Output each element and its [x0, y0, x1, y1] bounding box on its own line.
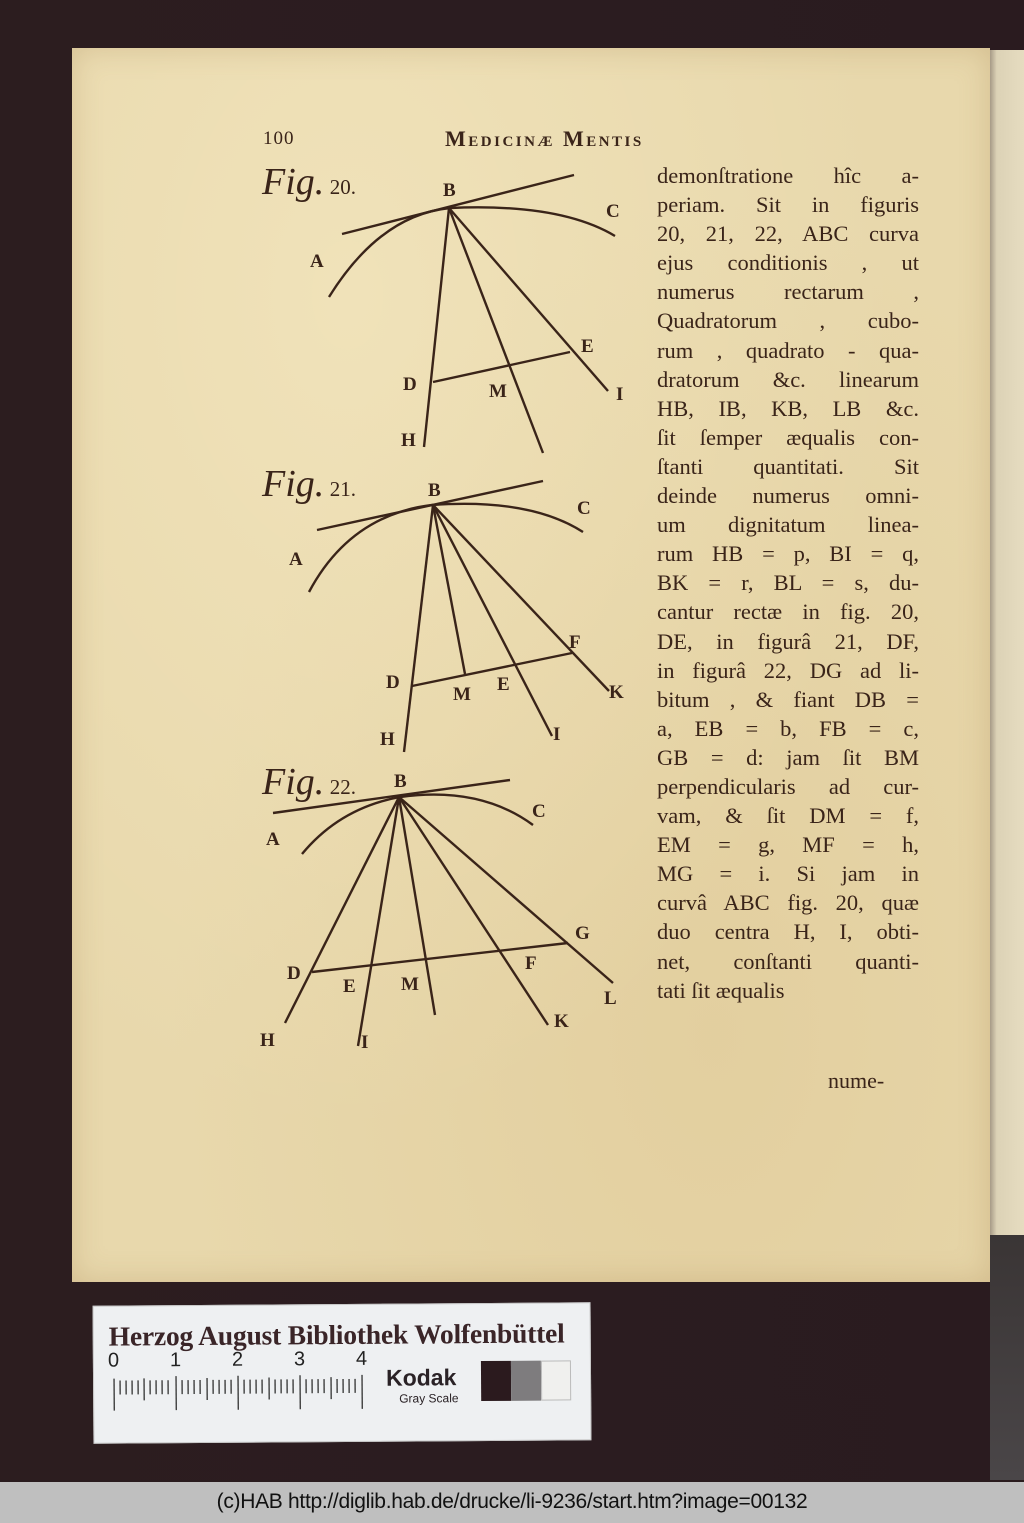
ruler-icon: [113, 1374, 363, 1411]
text-line: rum , quadrato - qua-: [657, 337, 919, 363]
ruler-label-2: 2: [231, 1348, 244, 1371]
text-line: 20, 21, 22, ABC curva: [657, 221, 919, 247]
svg-text:C: C: [606, 201, 620, 222]
svg-text:A: A: [310, 251, 324, 272]
ruler-label-0: 0: [107, 1349, 120, 1372]
text-line: BK = r, BL = s, du-: [657, 570, 919, 596]
text-line: HB, IB, KB, LB &c.: [657, 395, 919, 421]
text-line: ejus conditionis , ut: [657, 250, 919, 276]
text-line: net, conſtanti quanti-: [657, 948, 919, 974]
next-page-edge: [990, 50, 1024, 1285]
svg-text:G: G: [575, 923, 590, 944]
svg-text:C: C: [577, 498, 591, 519]
svg-text:A: A: [289, 549, 303, 570]
text-line: deinde numerus omni-: [657, 483, 919, 509]
text-line: tati ſit æqualis: [657, 977, 785, 1003]
ruler-label-3: 3: [293, 1348, 306, 1371]
svg-text:C: C: [532, 801, 546, 822]
svg-text:D: D: [386, 672, 400, 693]
text-line: um dignitatum linea-: [657, 512, 919, 538]
ruler-label-1: 1: [169, 1349, 182, 1372]
color-scale-card: Herzog August Bibliothek Wolfenbüttel: [92, 1302, 592, 1444]
figure-22-label: Fig. 22.: [262, 760, 356, 804]
text-line: in figurâ 22, DG ad li-: [657, 657, 919, 683]
svg-text:I: I: [616, 384, 623, 405]
text-line: Quadratorum , cubo-: [657, 308, 919, 334]
svg-text:D: D: [403, 374, 417, 395]
text-line: dratorum &c. linearum: [657, 366, 919, 392]
text-line: GB = d: jam ſit BM: [657, 744, 919, 770]
text-line: ſtanti quantitati. Sit: [657, 453, 919, 479]
next-page-shadow: [990, 1235, 1024, 1480]
text-line: ſit ſemper æqualis con-: [657, 424, 919, 450]
svg-text:H: H: [401, 430, 416, 451]
svg-text:I: I: [553, 724, 560, 745]
text-line: perpendicularis ad cur-: [657, 773, 919, 799]
text-line: demonſtratione hîc a-: [657, 163, 919, 188]
figure-21-label: Fig. 21.: [262, 462, 356, 506]
svg-text:B: B: [443, 180, 456, 201]
figure-22-prefix: Fig.: [262, 761, 325, 803]
svg-text:H: H: [260, 1030, 275, 1051]
swatch-gray: [510, 1360, 542, 1401]
credit-text: (c)HAB http://diglib.hab.de/drucke/li-92…: [216, 1490, 808, 1513]
text-line: duo centra H, I, obti-: [657, 919, 919, 945]
svg-text:E: E: [581, 336, 594, 357]
svg-text:K: K: [609, 682, 624, 703]
text-line: cantur rectæ in fig. 20,: [657, 599, 919, 625]
svg-text:I: I: [361, 1032, 368, 1053]
svg-text:E: E: [497, 674, 510, 695]
figure-21-prefix: Fig.: [262, 463, 325, 505]
text-line: MG = i. Si jam in: [657, 861, 919, 887]
text-line: a, EB = b, FB = c,: [657, 715, 919, 741]
svg-text:A: A: [266, 829, 280, 850]
library-name: Herzog August Bibliothek Wolfenbüttel: [108, 1317, 565, 1352]
running-head: Medicinæ Mentis: [445, 126, 644, 151]
figure-22-number: 22.: [329, 775, 357, 799]
swatch-white: [540, 1360, 572, 1401]
kodak-logo: Kodak: [385, 1364, 457, 1391]
gray-scale-label: Gray Scale: [399, 1391, 459, 1406]
ruler-label-4: 4: [355, 1347, 368, 1370]
text-line: EM = g, MF = h,: [657, 832, 919, 858]
svg-text:F: F: [525, 953, 537, 974]
svg-text:K: K: [554, 1011, 569, 1032]
swatch-black: [480, 1360, 512, 1402]
text-line: rum HB = p, BI = q,: [657, 541, 919, 567]
text-line: DE, in figurâ 21, DF,: [657, 628, 919, 654]
svg-text:B: B: [394, 771, 407, 792]
book-page: [72, 48, 990, 1282]
figure-20-prefix: Fig.: [262, 161, 325, 203]
svg-text:F: F: [569, 632, 581, 653]
text-line: vam, & ſit DM = f,: [657, 803, 919, 829]
svg-text:M: M: [489, 381, 507, 402]
page-number: 100: [263, 128, 295, 149]
figure-21-number: 21.: [329, 477, 357, 501]
text-line: curvâ ABC fig. 20, quæ: [657, 890, 919, 916]
text-line: periam. Sit in figuris: [657, 192, 919, 218]
svg-text:B: B: [428, 480, 441, 501]
figure-20-label: Fig. 20.: [262, 160, 356, 204]
svg-text:M: M: [453, 684, 471, 705]
credit-bar: (c)HAB http://diglib.hab.de/drucke/li-92…: [0, 1482, 1024, 1523]
svg-text:D: D: [287, 963, 301, 984]
figure-20-number: 20.: [329, 175, 357, 199]
svg-text:L: L: [604, 988, 617, 1009]
svg-text:H: H: [380, 729, 395, 750]
svg-text:M: M: [401, 974, 419, 995]
body-text-column: demonſtratione hîc a- periam. Sit in fig…: [657, 161, 919, 1005]
catchword: nume-: [828, 1068, 885, 1093]
svg-text:E: E: [343, 976, 356, 997]
text-line: numerus rectarum ,: [657, 279, 919, 305]
text-line: bitum , & fiant DB =: [657, 686, 919, 712]
